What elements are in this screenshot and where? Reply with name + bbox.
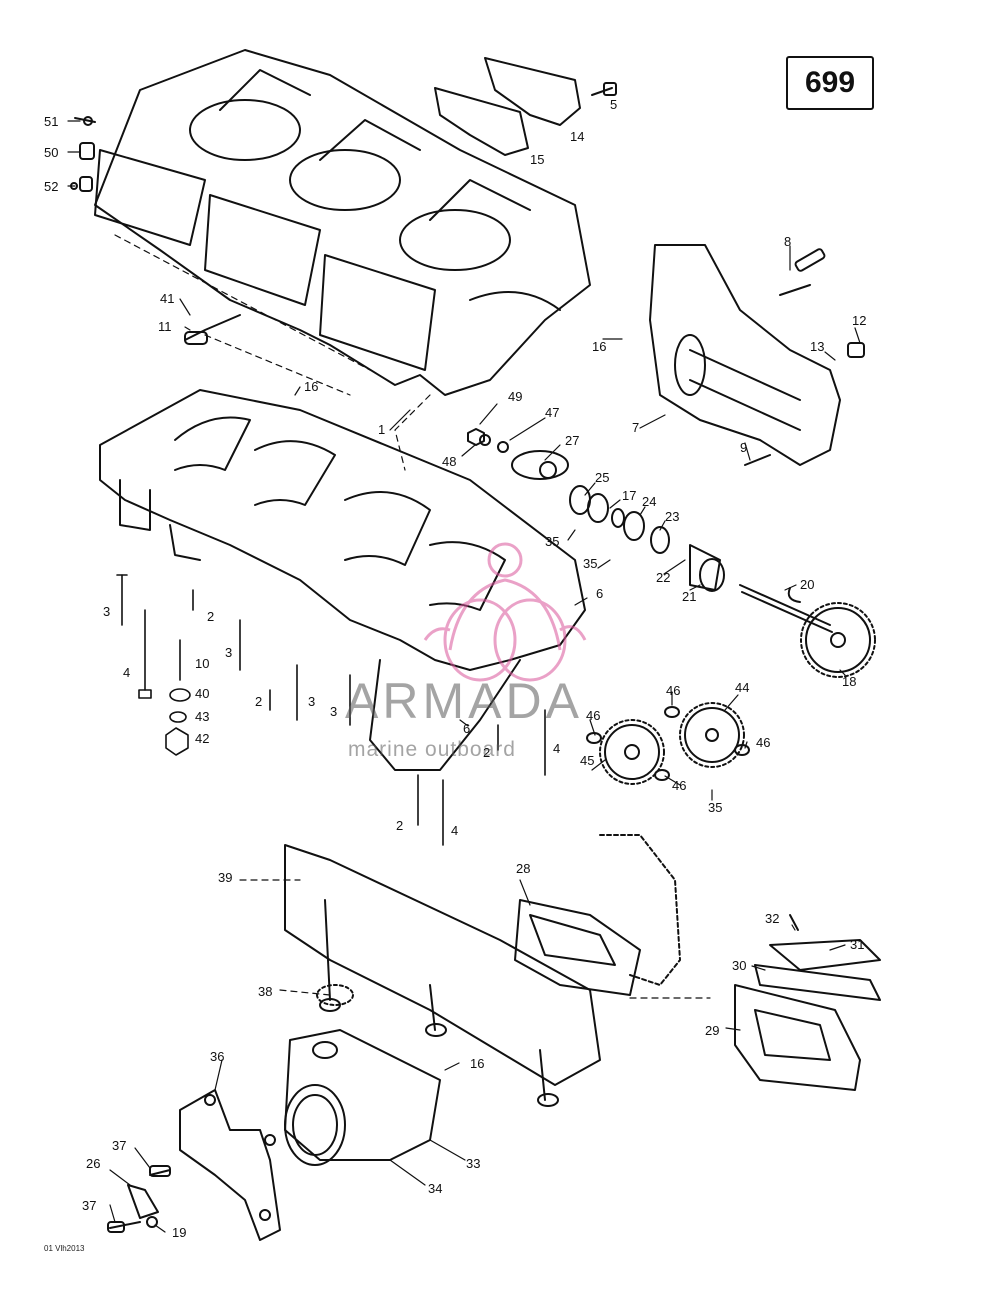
callout-4-b: 4	[553, 741, 560, 756]
callout-46-d: 46	[672, 778, 686, 793]
plug-parts	[70, 116, 241, 345]
crankcase-bolts	[116, 574, 546, 846]
callout-26: 26	[86, 1156, 100, 1171]
callout-6-a: 6	[596, 586, 603, 601]
callout-2-c: 2	[483, 745, 490, 760]
callout-30: 30	[732, 958, 746, 973]
callout-39: 39	[218, 870, 232, 885]
callout-7: 7	[632, 420, 639, 435]
callout-16-b: 16	[592, 339, 606, 354]
callout-46-c: 46	[756, 735, 770, 750]
callout-42: 42	[195, 731, 209, 746]
callout-46-a: 46	[666, 683, 680, 698]
callout-46-b: 46	[586, 708, 600, 723]
callout-36: 36	[210, 1049, 224, 1064]
callout-35-a: 35	[545, 534, 559, 549]
callout-44: 44	[735, 680, 749, 695]
intake-manifold	[284, 844, 601, 1107]
callout-14: 14	[570, 129, 584, 144]
callout-29: 29	[705, 1023, 719, 1038]
callout-12: 12	[852, 313, 866, 328]
callout-35-c: 35	[708, 800, 722, 815]
callout-35-b: 35	[583, 556, 597, 571]
callout-40: 40	[195, 686, 209, 701]
callout-50: 50	[44, 145, 58, 160]
callout-17: 17	[622, 488, 636, 503]
callout-48: 48	[442, 454, 456, 469]
callout-47: 47	[545, 405, 559, 420]
callout-4-a: 4	[123, 665, 130, 680]
callout-16-c: 16	[470, 1056, 484, 1071]
gaskets	[434, 57, 617, 156]
callout-28: 28	[516, 861, 530, 876]
callout-8: 8	[784, 234, 791, 249]
carburetor-adaptor	[284, 1029, 441, 1166]
callout-10: 10	[195, 656, 209, 671]
reference-code: 01 Vlh2013	[44, 1244, 85, 1253]
reed-valve-parts	[734, 914, 881, 1091]
callout-52: 52	[44, 179, 58, 194]
callout-20: 20	[800, 577, 814, 592]
callout-32: 32	[765, 911, 779, 926]
callout-1: 1	[378, 422, 385, 437]
callout-6-b: 6	[463, 721, 470, 736]
callout-3-c: 3	[308, 694, 315, 709]
callout-2-d: 2	[396, 818, 403, 833]
watermark-brand: ARMADA	[345, 673, 583, 729]
clamp-fasteners	[107, 1165, 171, 1233]
leader-lines	[67, 120, 861, 1233]
callout-21: 21	[682, 589, 696, 604]
callout-3-d: 3	[330, 704, 337, 719]
callout-3-b: 3	[225, 645, 232, 660]
callout-15: 15	[530, 152, 544, 167]
callout-31: 31	[850, 937, 864, 952]
callout-34: 34	[428, 1181, 442, 1196]
callout-41: 41	[160, 291, 174, 306]
page-number: 699	[804, 66, 856, 99]
callout-25: 25	[595, 470, 609, 485]
callout-43: 43	[195, 709, 209, 724]
rotary-valve-cover	[649, 244, 865, 466]
callout-3-a: 3	[103, 604, 110, 619]
mounting-bracket	[179, 1089, 281, 1241]
callout-11: 11	[158, 319, 172, 334]
callout-19: 19	[172, 1225, 186, 1240]
callout-45: 45	[580, 753, 594, 768]
watermark-tagline: marine outboard	[348, 738, 516, 761]
callout-27: 27	[565, 433, 579, 448]
callout-2-a: 2	[207, 609, 214, 624]
pump-parts	[467, 428, 725, 592]
page-number-box: 699	[786, 56, 874, 110]
callout-37-b: 37	[82, 1198, 96, 1213]
callout-33: 33	[466, 1156, 480, 1171]
callout-37-a: 37	[112, 1138, 126, 1153]
callout-2-b: 2	[255, 694, 262, 709]
callout-labels: 51 50 52 41 11 1 16 3 2 4 10 40 43 42 3 …	[44, 97, 866, 1240]
callout-5: 5	[610, 97, 617, 112]
drive-shaft-gear	[739, 584, 876, 678]
callout-13: 13	[810, 339, 824, 354]
callout-24: 24	[642, 494, 656, 509]
callout-4-c: 4	[451, 823, 458, 838]
assembly-lines	[114, 234, 711, 999]
callout-22: 22	[656, 570, 670, 585]
callout-49: 49	[508, 389, 522, 404]
upper-crankcase	[94, 49, 591, 396]
callout-23: 23	[665, 509, 679, 524]
gear-set	[586, 702, 750, 785]
callout-18: 18	[842, 674, 856, 689]
reed-block	[514, 834, 681, 996]
callout-38: 38	[258, 984, 272, 999]
callout-9: 9	[740, 440, 747, 455]
callout-16-a: 16	[304, 379, 318, 394]
callout-51: 51	[44, 114, 58, 129]
